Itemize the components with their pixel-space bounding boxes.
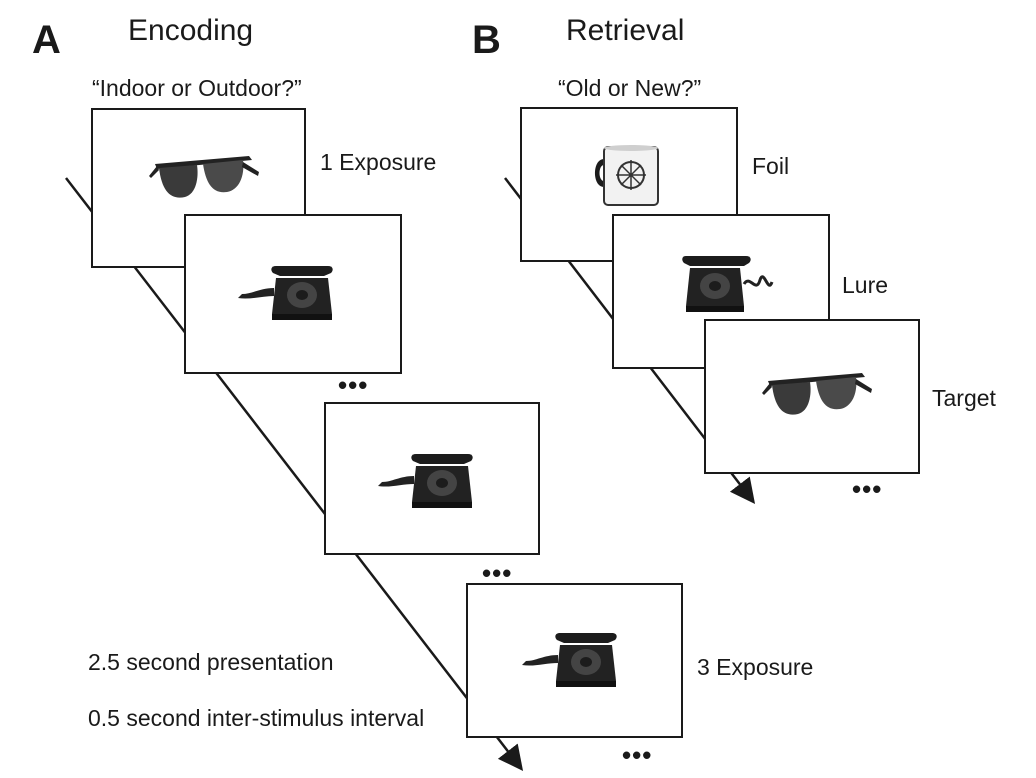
panel-a-title: Encoding	[128, 14, 254, 47]
ellipsis-1: •••	[338, 370, 369, 400]
telephone-icon	[522, 633, 617, 687]
retrieval-frame-target	[704, 319, 920, 474]
label-1-exposure: 1 Exposure	[320, 149, 437, 175]
sunglasses-icon	[149, 156, 259, 198]
panel-a-letter: A	[32, 18, 61, 62]
panel-b-question: “Old or New?”	[558, 75, 702, 101]
sunglasses-icon	[762, 373, 872, 415]
ellipsis-2: •••	[482, 558, 513, 588]
telephone-icon	[682, 256, 774, 312]
label-foil: Foil	[752, 153, 790, 179]
panel-b-title: Retrieval	[566, 14, 685, 47]
encoding-frame-2	[184, 214, 402, 374]
label-lure: Lure	[842, 272, 889, 298]
encoding-frame-4	[466, 583, 683, 738]
panel-b-letter: B	[472, 18, 501, 62]
ellipsis-4: •••	[852, 474, 883, 504]
encoding-frame-3	[324, 402, 540, 555]
telephone-icon	[238, 266, 333, 320]
ellipsis-3: •••	[622, 740, 653, 770]
mug-icon	[595, 145, 659, 206]
telephone-icon	[378, 454, 473, 508]
encoding-timeline-arrow	[65, 177, 524, 771]
timing-presentation: 2.5 second presentation	[88, 649, 334, 675]
label-target: Target	[932, 385, 996, 411]
panel-a-question: “Indoor or Outdoor?”	[92, 75, 302, 101]
label-3-exposure: 3 Exposure	[697, 654, 814, 680]
timing-isi: 0.5 second inter-stimulus interval	[88, 705, 425, 731]
